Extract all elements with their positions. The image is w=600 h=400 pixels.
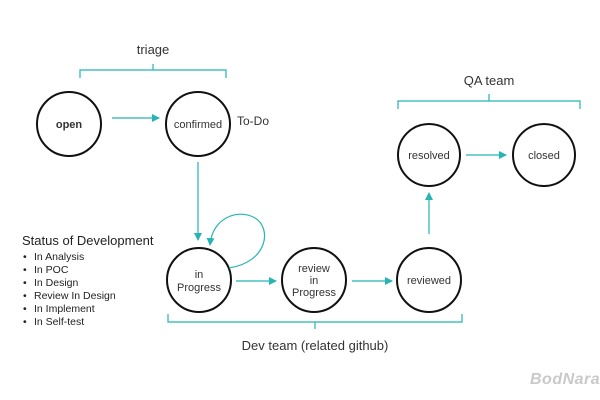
dev-team-label: Dev team (related github) — [242, 338, 389, 353]
node-closed-label: closed — [528, 150, 560, 162]
status-item: Review In Design — [23, 290, 154, 303]
dev-team-bracket — [167, 314, 463, 329]
node-review-line1: review — [298, 263, 330, 275]
status-title: Status of Development — [22, 233, 154, 248]
triage-bracket — [79, 64, 227, 78]
node-confirmed-label: confirmed — [174, 119, 222, 131]
node-in-progress-line2: Progress — [177, 282, 222, 294]
node-review-line2: in — [310, 275, 319, 287]
status-of-development: Status of Development In Analysis In POC… — [22, 233, 154, 329]
node-in-progress-line1: in — [195, 269, 204, 281]
qa-team-label: QA team — [464, 73, 515, 88]
node-resolved-label: resolved — [408, 150, 450, 162]
node-reviewed-label: reviewed — [407, 275, 451, 287]
node-open: open — [36, 91, 102, 157]
node-closed: closed — [512, 123, 576, 187]
node-in-progress: in Progress — [166, 247, 232, 313]
node-resolved: resolved — [397, 123, 461, 187]
node-review-line3: Progress — [292, 287, 337, 299]
todo-label: To-Do — [237, 114, 269, 128]
arrow-in-progress-self-loop — [206, 213, 266, 269]
status-list: In Analysis In POC In Design Review In D… — [22, 251, 154, 329]
triage-label: triage — [137, 42, 170, 57]
node-confirmed: confirmed — [165, 91, 231, 157]
status-item: In Design — [23, 277, 154, 290]
status-item: In Analysis — [23, 251, 154, 264]
node-review-in-progress: review in Progress — [281, 247, 347, 313]
node-open-label: open — [56, 119, 83, 131]
status-item: In Implement — [23, 303, 154, 316]
status-item: In POC — [23, 264, 154, 277]
bodnara-watermark: BodNara — [530, 371, 600, 388]
qa-team-bracket — [397, 94, 581, 109]
status-item: In Self-test — [23, 316, 154, 329]
node-reviewed: reviewed — [396, 247, 462, 313]
